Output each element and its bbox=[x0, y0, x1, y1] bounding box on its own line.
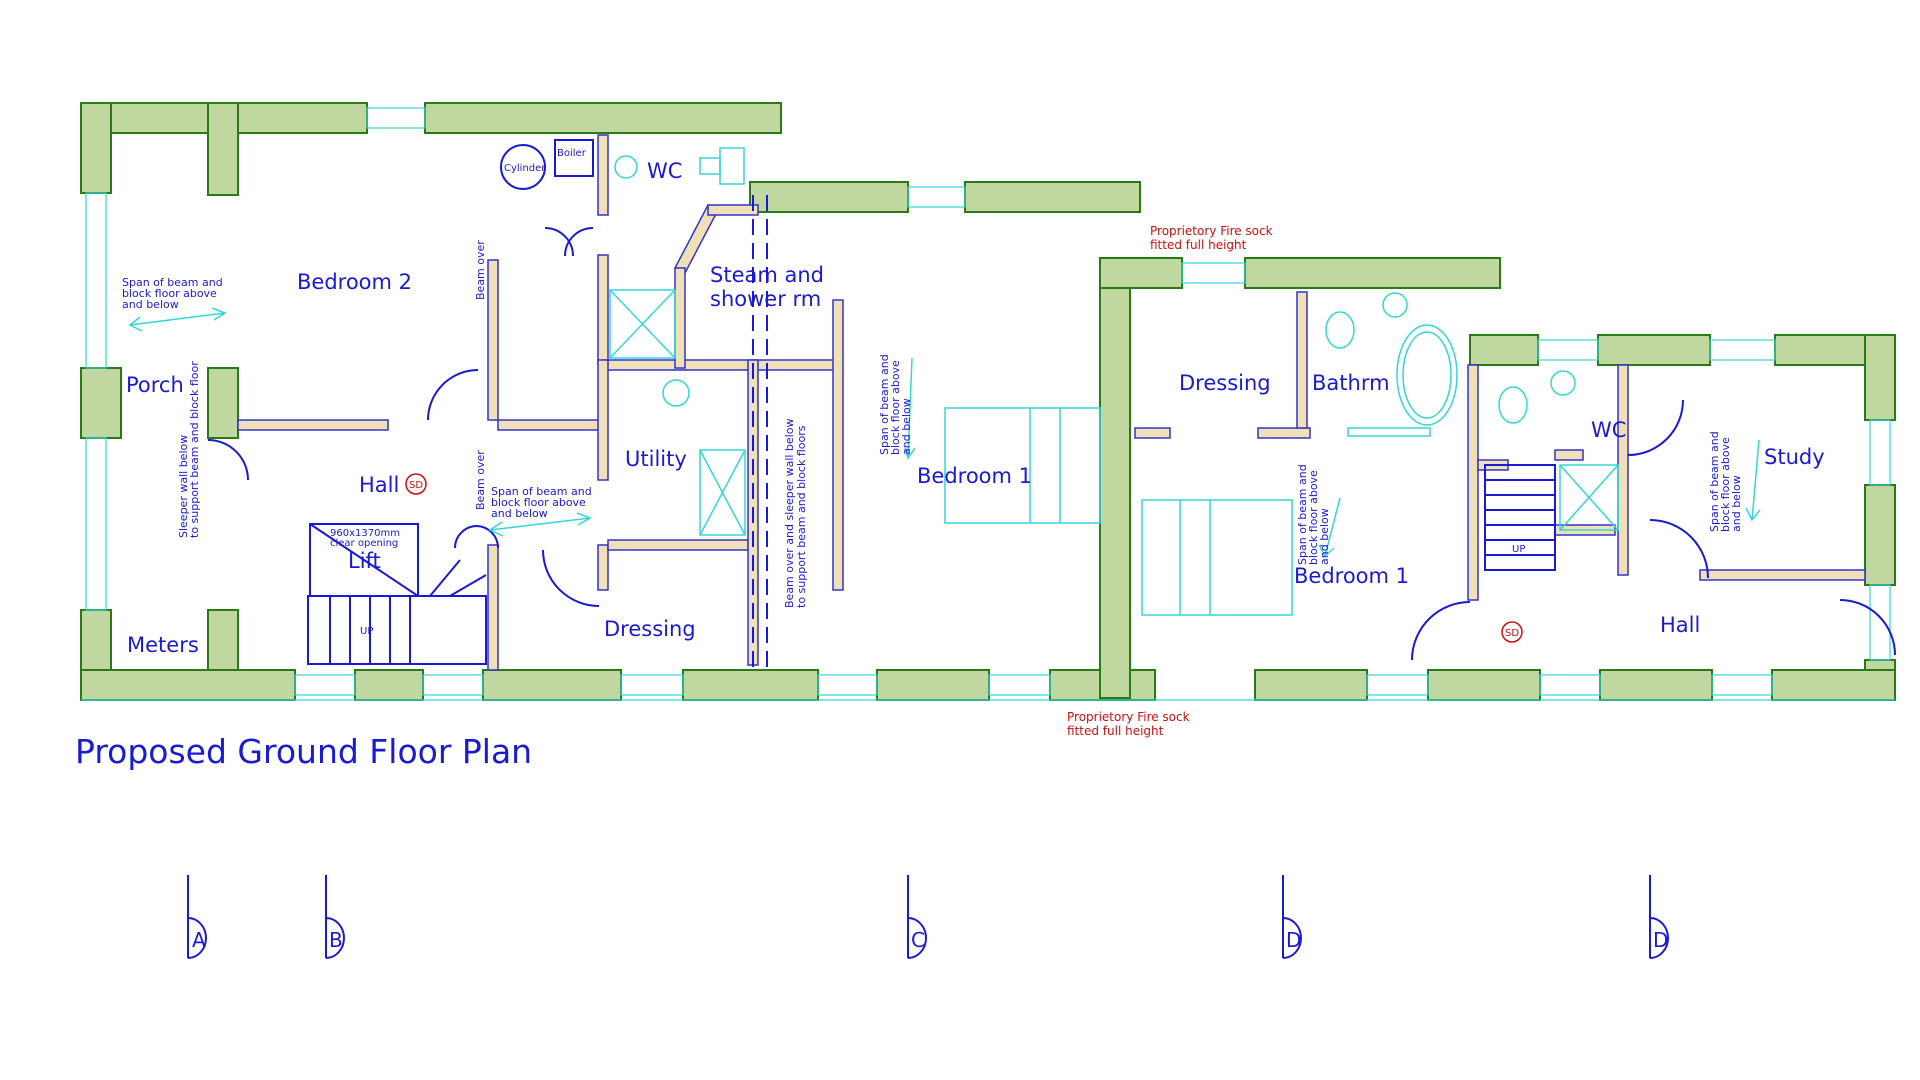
fire-sock-note-bottom-1: Proprietory Fire sock bbox=[1067, 710, 1190, 724]
plan-title: Proposed Ground Floor Plan bbox=[75, 732, 532, 771]
svg-text:Beam over and sleeper wall bel: Beam over and sleeper wall below bbox=[783, 419, 796, 608]
bedroom2-label: Bedroom 2 bbox=[297, 270, 412, 294]
lift-label: Lift bbox=[348, 549, 381, 573]
cylinder-label: Cylinder bbox=[504, 163, 546, 174]
svg-text:B: B bbox=[329, 928, 343, 952]
shower-label: shower rm bbox=[710, 287, 821, 311]
svg-text:and below: and below bbox=[491, 507, 548, 520]
svg-text:block floor above: block floor above bbox=[122, 287, 217, 300]
fire-sock-note-top-2: fitted full height bbox=[1150, 238, 1247, 252]
boiler-label: Boiler bbox=[557, 148, 587, 159]
steam-label: Steam and bbox=[710, 263, 824, 287]
svg-text:Beam over: Beam over bbox=[474, 240, 487, 300]
smoke-detector-left-text: SD bbox=[409, 480, 423, 491]
bedroom1-left-label: Bedroom 1 bbox=[917, 464, 1032, 488]
wc-top-label: WC bbox=[647, 159, 682, 183]
svg-text:Span of beam and: Span of beam and bbox=[1708, 431, 1721, 532]
grid-marker-a: A bbox=[187, 875, 207, 959]
external-walls bbox=[80, 102, 1896, 701]
svg-text:block floor above: block floor above bbox=[1307, 470, 1320, 565]
hall-left-label: Hall bbox=[359, 473, 399, 497]
dressing-right-label: Dressing bbox=[1179, 371, 1271, 395]
door-swings bbox=[207, 227, 1896, 661]
svg-text:and below: and below bbox=[122, 298, 179, 311]
fire-sock-note-top-1: Proprietory Fire sock bbox=[1150, 224, 1273, 238]
porch-label: Porch bbox=[126, 373, 184, 397]
fixtures bbox=[500, 139, 1619, 616]
section-lines bbox=[752, 195, 768, 670]
utility-label: Utility bbox=[625, 447, 687, 471]
grid-marker-d1: D bbox=[1282, 875, 1302, 959]
svg-text:block floor above: block floor above bbox=[889, 360, 902, 455]
svg-text:and below: and below bbox=[1318, 508, 1331, 565]
room-labels: Bedroom 2 Porch Meters Hall Lift WC Cyli… bbox=[126, 148, 1825, 657]
svg-text:960x1370mm: 960x1370mm bbox=[330, 528, 400, 539]
study-label: Study bbox=[1764, 445, 1825, 469]
up-right-label: UP bbox=[1512, 544, 1525, 555]
span-arrows bbox=[128, 307, 1761, 558]
smoke-detector-icon bbox=[1501, 621, 1523, 643]
svg-text:Beam over: Beam over bbox=[474, 450, 487, 510]
svg-text:to support beam and block floo: to support beam and block floor bbox=[188, 361, 201, 538]
fire-sock-note-bottom-2: fitted full height bbox=[1067, 724, 1164, 738]
dressing-left-label: Dressing bbox=[604, 617, 696, 641]
hall-right-label: Hall bbox=[1660, 613, 1700, 637]
svg-text:and below: and below bbox=[1730, 475, 1743, 532]
notes: Span of beam and block floor above and b… bbox=[122, 224, 1743, 738]
grid-marker-b: B bbox=[325, 875, 345, 959]
bedroom1-right-label: Bedroom 1 bbox=[1294, 564, 1409, 588]
internal-walls bbox=[237, 134, 1866, 671]
svg-text:Sleeper wall below: Sleeper wall below bbox=[177, 435, 190, 538]
svg-text:D: D bbox=[1286, 928, 1301, 952]
svg-text:and below: and below bbox=[900, 398, 913, 455]
up-left-label: UP bbox=[360, 626, 373, 637]
smoke-detector-right-text: SD bbox=[1505, 628, 1519, 639]
meters-label: Meters bbox=[127, 633, 199, 657]
stairs-right bbox=[1484, 464, 1556, 571]
svg-text:clear opening: clear opening bbox=[330, 538, 398, 549]
svg-text:D: D bbox=[1653, 928, 1668, 952]
svg-text:Span of beam and: Span of beam and bbox=[491, 485, 592, 498]
windows bbox=[81, 107, 1895, 701]
markers: SD SD UP UP bbox=[360, 473, 1525, 643]
grid-marker-c: C bbox=[907, 875, 927, 959]
bathrm-label: Bathrm bbox=[1312, 371, 1390, 395]
svg-text:to support beam and block floo: to support beam and block floors bbox=[795, 425, 808, 608]
svg-text:block floor above: block floor above bbox=[491, 496, 586, 509]
svg-text:Span of beam and: Span of beam and bbox=[878, 354, 891, 455]
grid-markers: A B C D D bbox=[187, 875, 1669, 959]
svg-text:Span of beam and: Span of beam and bbox=[1296, 464, 1309, 565]
smoke-detector-icon bbox=[405, 473, 427, 495]
svg-text:C: C bbox=[911, 928, 925, 952]
svg-text:A: A bbox=[192, 928, 206, 952]
svg-text:Span of beam and: Span of beam and bbox=[122, 276, 223, 289]
wc-right-label: WC bbox=[1591, 418, 1626, 442]
grid-marker-d2: D bbox=[1649, 875, 1669, 959]
stairs-left bbox=[307, 523, 487, 665]
svg-text:block floor above: block floor above bbox=[1719, 437, 1732, 532]
